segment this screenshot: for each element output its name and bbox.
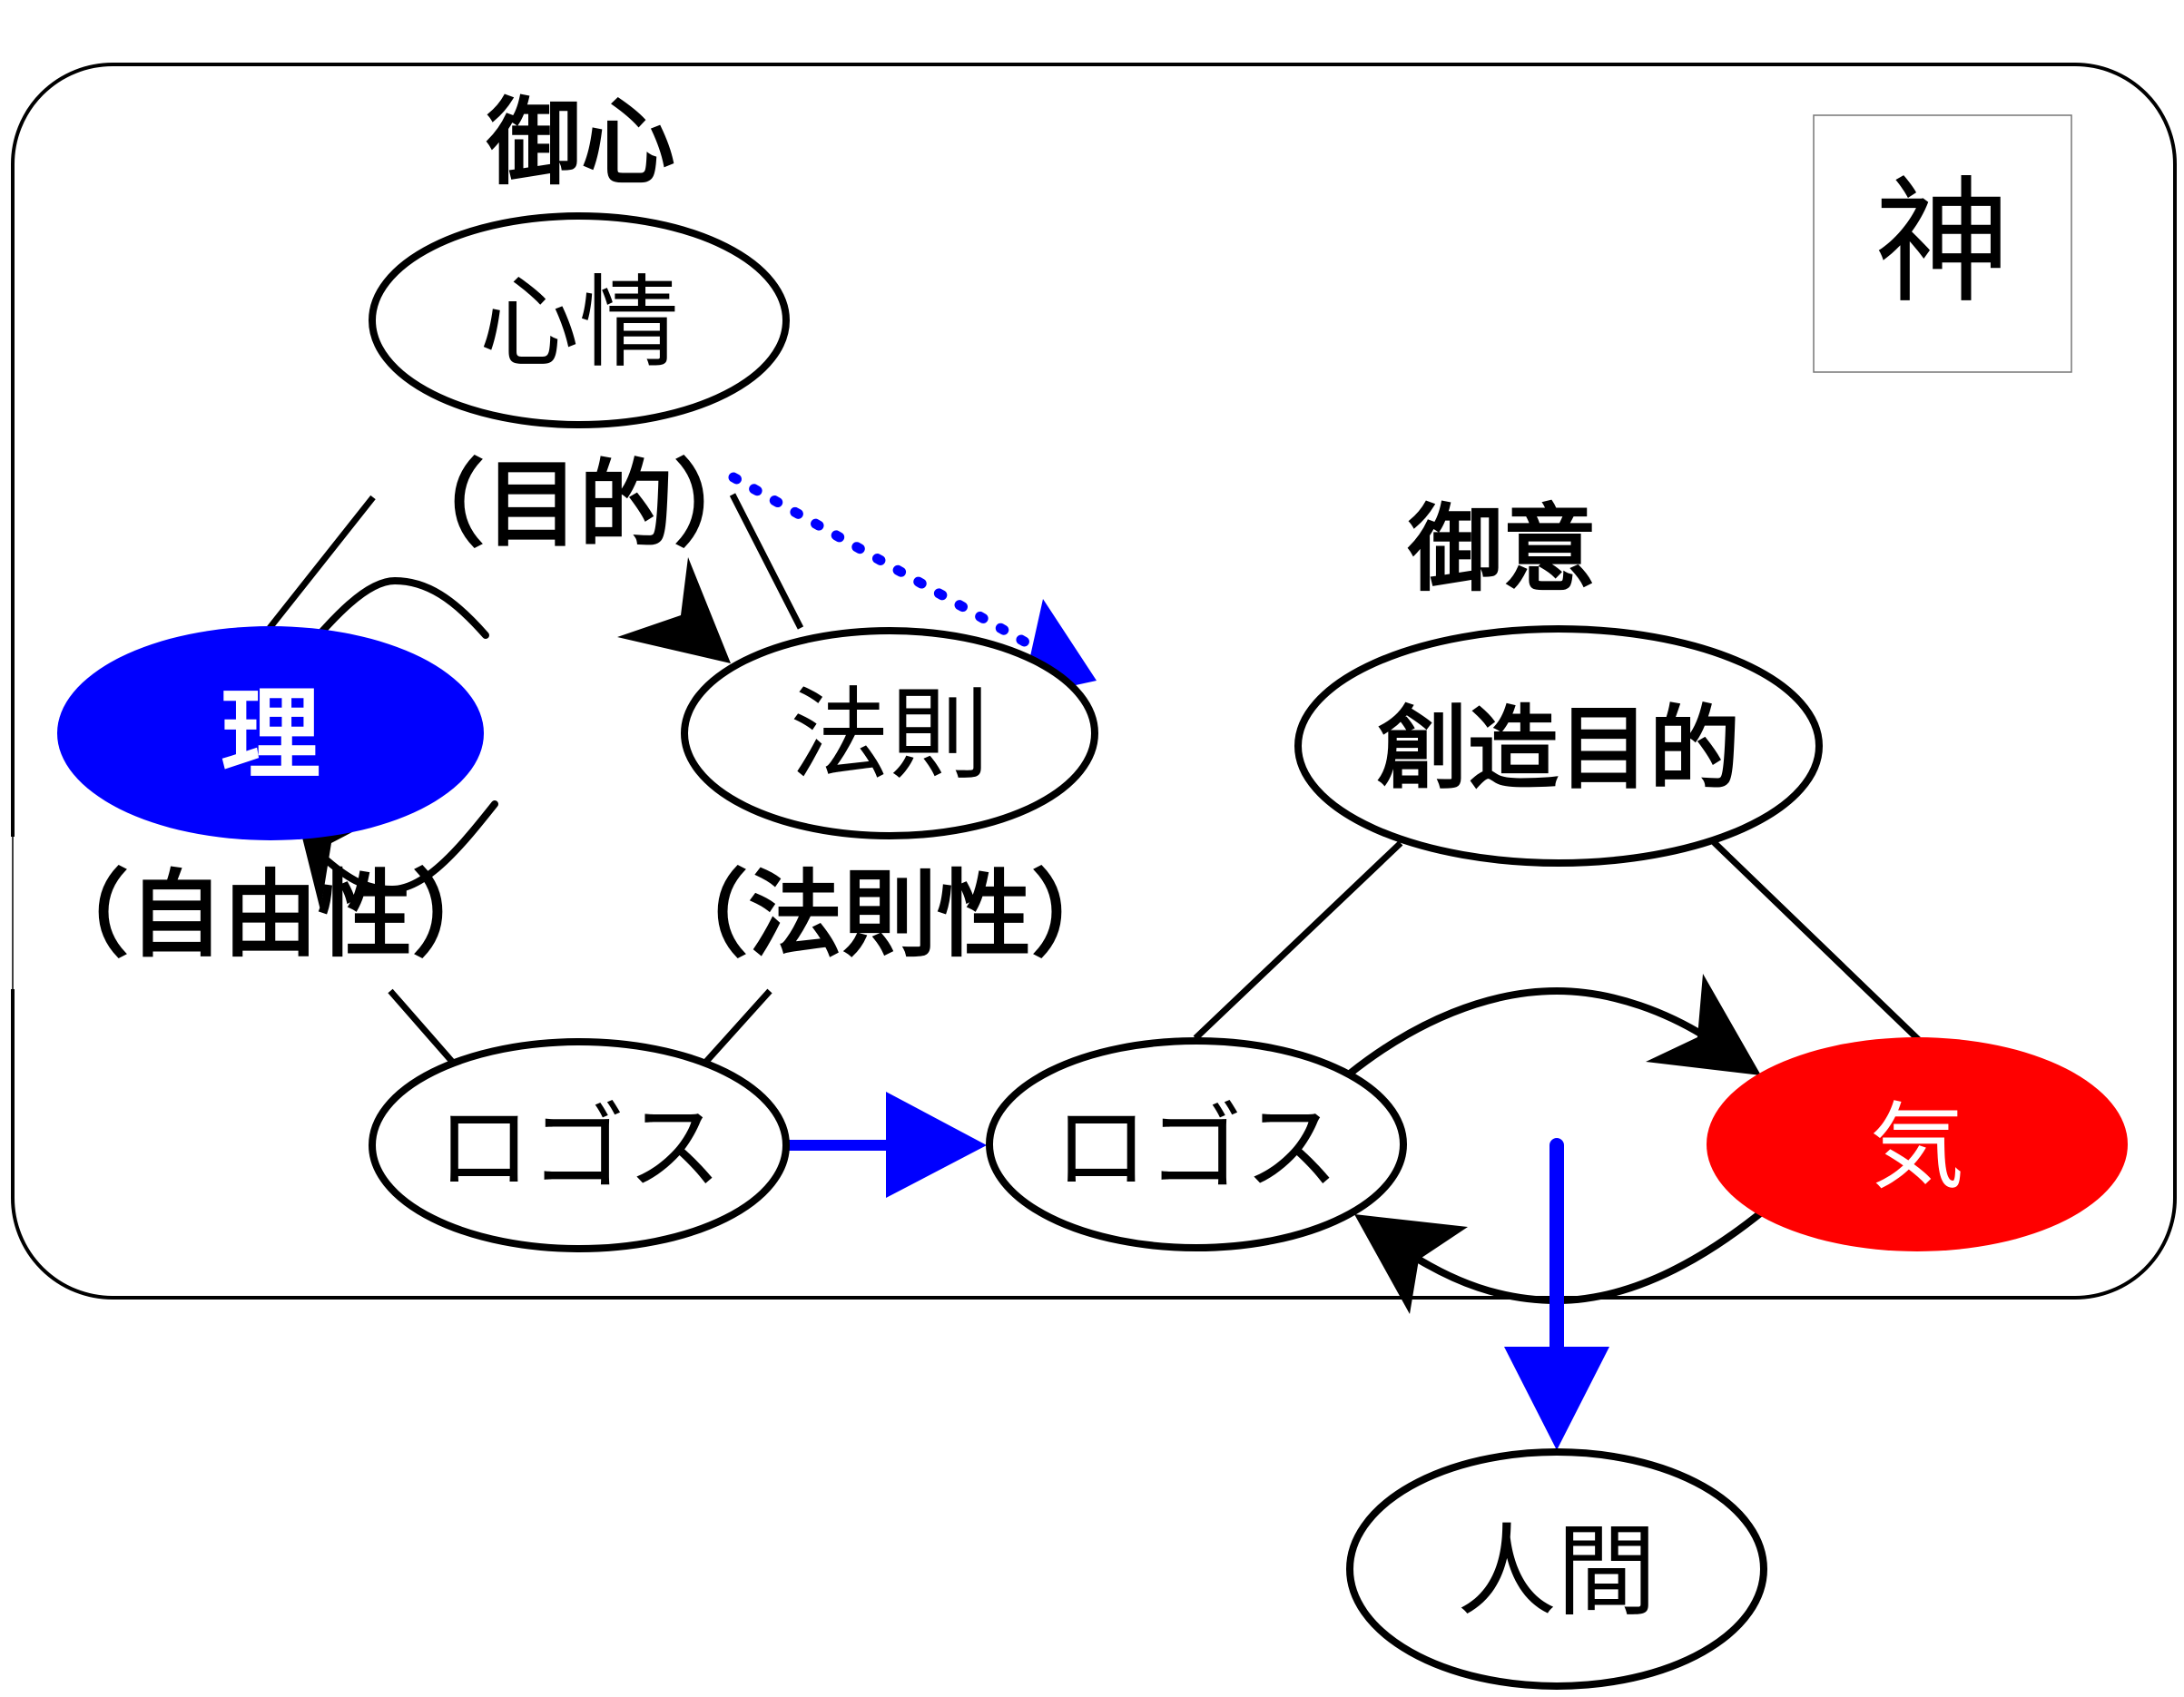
god-label: 神 [1874,164,2011,322]
edge-sozo-ki [1711,839,1924,1045]
edge-hosoku-logos [702,988,772,1066]
node-label-ningen: 人間 [1457,1514,1657,1630]
node-label-hosoku: 法則 [790,677,989,793]
edge-shinjo-ri [267,495,376,631]
node-label-logos-right: ロゴス [1054,1093,1339,1203]
node-sublabel-hosoku: （法則性） [654,859,1126,970]
group-label-mikokoro: 御心 [486,87,675,198]
node-sublabel-ri: （自由性） [34,859,507,970]
node-sozo [1294,625,1823,867]
node-label-ki: 気 [1870,1092,1964,1202]
edge-logos-to-ki [1346,986,1710,1077]
node-shinjo [369,212,790,428]
node-ki [1707,1037,2128,1251]
edge-ki-to-logos [1415,1207,1767,1305]
node-ri [57,626,484,840]
node-sublabel-shinjo: （目的） [390,449,768,560]
node-label-ri: 理 [221,677,320,793]
arrowhead-logos-to-ningen [1504,1347,1609,1450]
arrowhead-ri-to-hosoku [617,557,731,663]
container-box [11,63,2177,1300]
edge-sozo-logos [1193,840,1403,1041]
node-label-logos-left: ロゴス [437,1093,722,1203]
edge-shinjo-to-sozo [728,472,1033,649]
node-label-shinjo: 心情 [479,265,679,381]
edge-ri-logos [388,988,457,1066]
node-logos-left [369,1038,790,1252]
node-label-sozo: 創造目的 [1377,696,1740,802]
label-mask [9,837,18,989]
group-label-migyoi: 御意 [1407,494,1597,604]
edge-shinjo-hosoku [729,493,804,630]
node-ningen [1346,1448,1767,1690]
arrowhead-logos-to-logos [886,1092,987,1198]
arrowhead-ki-to-logos [1354,1214,1468,1314]
node-hosoku [681,627,1098,839]
node-logos-right [986,1037,1407,1251]
god-label-box [1813,114,2072,373]
edge-hosoku-to-ri [323,800,498,894]
arrowhead-logos-to-ki [1646,974,1761,1075]
